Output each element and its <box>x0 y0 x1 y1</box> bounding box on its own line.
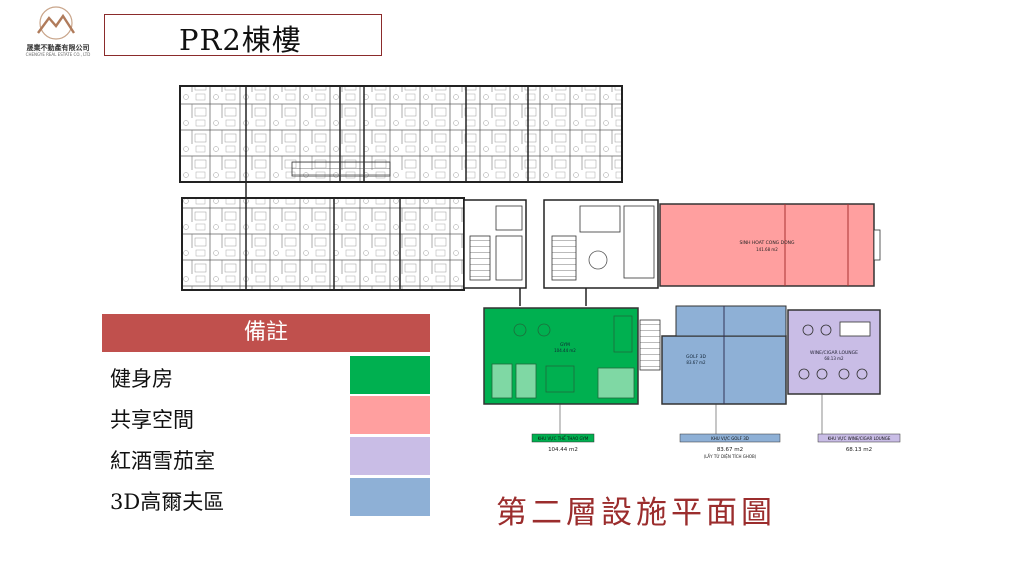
apartment-block-upper <box>179 85 623 183</box>
building-core <box>245 182 659 306</box>
corridor-stairs <box>639 319 661 371</box>
company-logo: 晟業不動產有限公司 CHENGYE REAL ESTATE CO., LTD <box>18 6 94 57</box>
company-english-name: CHENGYE REAL ESTATE CO., LTD <box>25 52 91 57</box>
wine-lounge-area: 68.13 m2 <box>824 356 844 361</box>
company-name: 晟業不動產有限公司 <box>26 44 90 52</box>
golf-zone-tag: KHU VỰC GOLF 3D 83.67 m2 (LẤY TỪ DIỆN TÍ… <box>679 433 781 459</box>
golf-room: GOLF 3D 83.67 m2 <box>661 305 787 405</box>
community-room-area: 141.68 m2 <box>756 247 778 252</box>
legend-label-golf: 3D高爾夫區 <box>110 490 225 514</box>
wine-zone-tag: KHU VỰC WINE/CIGAR LOUNGE 68.13 m2 <box>817 433 901 453</box>
wine-zone-label: KHU VỰC WINE/CIGAR LOUNGE <box>828 436 891 441</box>
floor-plan-caption: 第二層設施平面圖 <box>496 495 776 531</box>
golf-zone-label: KHU VỰC GOLF 3D <box>711 436 749 441</box>
gym-room-area: 104.44 m2 <box>554 348 576 353</box>
wine-lounge-room: WINE/CIGAR LOUNGE 68.13 m2 <box>787 309 881 395</box>
title-box: PR2棟樓 <box>104 14 382 57</box>
legend-swatch-wine <box>350 437 430 475</box>
golf-room-area: 83.67 m2 <box>686 360 706 365</box>
gym-zone-area: 104.44 m2 <box>548 447 578 453</box>
legend-header: 備註 <box>102 314 430 352</box>
legend-label-shared: 共享空間 <box>110 408 194 432</box>
golf-room-name: GOLF 3D <box>686 354 706 360</box>
gym-zone-label: KHU VỰC THỂ THAO GYM <box>538 436 589 441</box>
wine-zone-area: 68.13 m2 <box>846 447 872 453</box>
golf-zone-area: 83.67 m2 <box>717 447 743 453</box>
golf-zone-note: (LẤY TỪ DIỆN TÍCH GHOB) <box>704 454 757 459</box>
gym-room-name: GYM <box>560 342 570 348</box>
legend-swatch-gym <box>350 356 430 394</box>
gym-room: GYM 104.44 m2 <box>483 307 639 405</box>
wine-lounge-name: WINE/CIGAR LOUNGE <box>810 350 858 356</box>
roof-logo-icon <box>37 6 76 40</box>
legend-label-wine: 紅酒雪茄室 <box>110 449 215 473</box>
legend-swatch-shared <box>350 396 430 434</box>
legend-swatch-golf <box>350 478 430 516</box>
shared-space-room: SINH HOAT CONG DONG 141.68 m2 <box>659 203 881 287</box>
legend-label-gym: 健身房 <box>110 367 173 391</box>
gym-zone-tag: KHU VỰC THỂ THAO GYM 104.44 m2 <box>531 433 595 453</box>
community-room-name: SINH HOAT CONG DONG <box>740 240 795 246</box>
apartment-block-lower <box>181 197 465 291</box>
page-title: PR2棟樓 <box>179 23 302 57</box>
